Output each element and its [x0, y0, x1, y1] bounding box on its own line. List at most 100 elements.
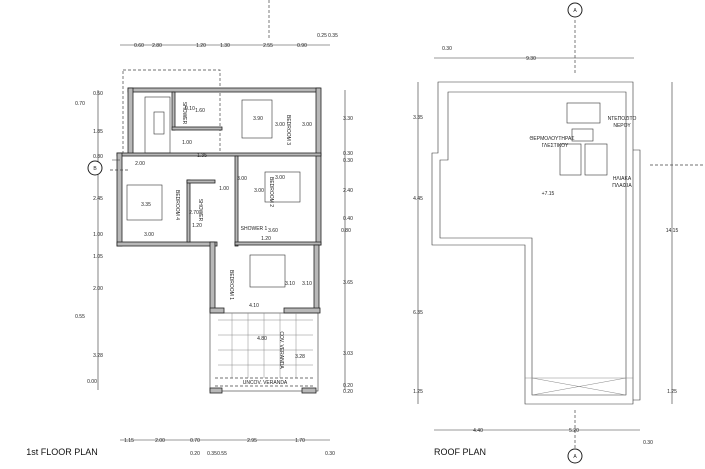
- dimension-label: 3.90: [253, 116, 263, 122]
- wall: [116, 152, 123, 247]
- section-marker: [567, 448, 583, 464]
- room-label: BEDROOM 4: [174, 190, 180, 220]
- dimension-label: 0.20: [343, 383, 353, 389]
- dimension-label: ΓΛΕΣΤΙΚΟΥ: [542, 143, 569, 149]
- room-label: COV. VERANDA: [278, 331, 284, 369]
- dimension-label: 1.35: [197, 153, 207, 159]
- dimension-label: ΝΕΡΟΥ: [613, 123, 631, 129]
- dimension-label: 1.00: [182, 140, 192, 146]
- bed: [249, 254, 286, 288]
- dimension-label: 3.00: [254, 188, 264, 194]
- section-line: [110, 0, 705, 450]
- dimension-label: 0.70: [75, 101, 85, 107]
- dimension-label: 0.20: [190, 451, 200, 457]
- dimension-label: 4.80: [257, 336, 267, 342]
- room-label: BEDROOM 3: [285, 115, 291, 145]
- dimension-label: 0.10: [185, 106, 195, 112]
- dimension-label: 3.10: [302, 281, 312, 287]
- dimension-label: 2.80: [152, 43, 162, 49]
- dimension-label: 0.30: [643, 440, 653, 446]
- roof-plan: [110, 0, 705, 450]
- room-label: BEDROOM 2: [268, 177, 274, 207]
- dimension-label: 1.60: [195, 108, 205, 114]
- wall: [234, 241, 322, 246]
- dimension-label: 1.20: [261, 236, 271, 242]
- dimension-label: 0.25: [317, 33, 327, 39]
- dimension-label: 0.50: [93, 91, 103, 97]
- wall: [171, 91, 176, 131]
- dimension-label: 1.20: [192, 223, 202, 229]
- dimension-label: 3.35: [413, 115, 423, 121]
- section-marker: [567, 2, 583, 18]
- room-label: SHOWER: [197, 199, 203, 222]
- dimension-label: ΗΛΙΑΚΑ: [613, 176, 632, 182]
- wall: [315, 87, 322, 246]
- section-marker-label: A: [573, 8, 577, 14]
- dimension-label: 1.00: [219, 186, 229, 192]
- dimension-label: 3.00: [302, 122, 312, 128]
- wall: [186, 179, 216, 184]
- wall: [234, 155, 239, 247]
- dimension-label: 0.80: [93, 154, 103, 160]
- dimension-label: 0.90: [297, 43, 307, 49]
- veranda-tiles: [218, 313, 313, 378]
- roof-edge: [633, 149, 641, 401]
- first-floor-plan: [97, 44, 673, 441]
- dimension-label: 1.70: [295, 438, 305, 444]
- dimension-label: 14.15: [666, 228, 679, 234]
- dimension-label: 3.28: [93, 353, 103, 359]
- dimension-lines: [97, 44, 673, 441]
- water-tank: [566, 102, 601, 124]
- section-marker: [87, 160, 103, 176]
- dimension-label: 2.55: [263, 43, 273, 49]
- dimension-label: 3.00: [275, 122, 285, 128]
- wall: [127, 87, 134, 156]
- dimension-label: 1.05: [93, 254, 103, 260]
- dimension-label: 0.40: [343, 216, 353, 222]
- column: [209, 387, 223, 394]
- room-label: SHOWER: [181, 102, 187, 125]
- dimension-label: ΝΤΕΠΟΖΙΤΟ: [608, 116, 637, 122]
- level-marker: +7.15: [542, 191, 555, 197]
- wall: [283, 307, 321, 314]
- dimension-label: 1.85: [93, 129, 103, 135]
- dimension-label: 5.20: [569, 428, 579, 434]
- dimension-label: 3.00: [275, 175, 285, 181]
- dimension-label: 0.30: [325, 451, 335, 457]
- plan-title: 1st FLOOR PLAN: [26, 447, 98, 457]
- room-label: BEDROOM 1: [228, 270, 234, 300]
- dimension-label: 1.25: [413, 389, 423, 395]
- room-label: UNCOV. VERANDA: [243, 380, 288, 386]
- dimension-label: 0.00: [87, 379, 97, 385]
- dimension-label: 2.40: [343, 188, 353, 194]
- plan-title: ROOF PLAN: [434, 447, 486, 457]
- section-marker-label: A: [573, 454, 577, 460]
- dimension-label: 0.35: [207, 451, 217, 457]
- dimension-label: 0.60: [134, 43, 144, 49]
- dimension-label: ΘΕΡΜΟΛΟΥΤΗΡΑΣ: [530, 136, 575, 142]
- dimension-label: 0.55: [75, 314, 85, 320]
- bed: [241, 99, 273, 139]
- dimension-label: 3.03: [343, 351, 353, 357]
- dimension-label: 1.25: [667, 389, 677, 395]
- solar-panel: [559, 143, 582, 176]
- roof-outline: [431, 81, 634, 405]
- dimension-label: 0.80: [341, 228, 351, 234]
- dimension-label: 2.70: [189, 210, 199, 216]
- dimension-label: 0.70: [190, 438, 200, 444]
- dimension-label: 0.30: [442, 46, 452, 52]
- dimension-label: 9.30: [526, 56, 536, 62]
- dimension-label: 3.35: [141, 202, 151, 208]
- dimension-label: 1.15: [124, 438, 134, 444]
- solar-panel: [584, 143, 608, 176]
- dimension-label: 0.55: [217, 451, 227, 457]
- dimension-label: 3.00: [144, 232, 154, 238]
- dimension-label: 2.45: [93, 196, 103, 202]
- bed: [264, 171, 301, 203]
- uncovered-veranda-edge: [215, 377, 315, 387]
- dimension-label: 4.10: [249, 303, 259, 309]
- stair-core: [153, 111, 165, 135]
- dimension-label: 6.35: [413, 310, 423, 316]
- wall: [171, 126, 223, 131]
